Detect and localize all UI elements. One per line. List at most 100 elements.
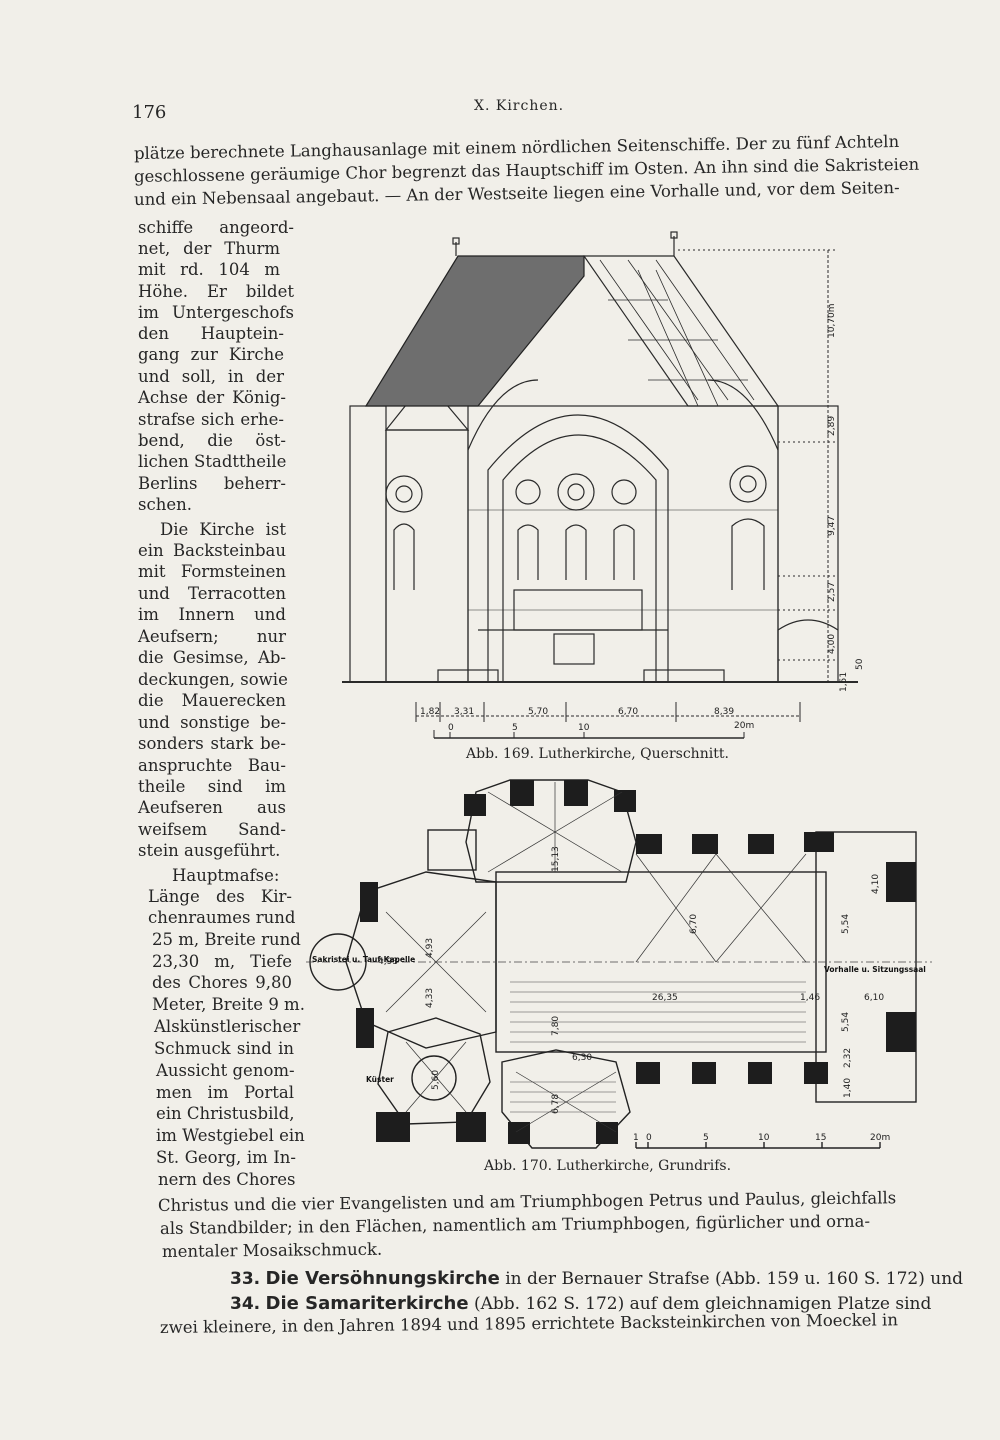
column-line: schen. bbox=[138, 495, 192, 514]
plan-dim: 6,78 bbox=[551, 1094, 561, 1114]
column-line: stein ausgeführt. bbox=[138, 841, 281, 860]
dim-label: 10,70m bbox=[827, 303, 837, 338]
scale-label: 20m bbox=[734, 721, 754, 731]
closing-line: als Standbilder; in den Flächen, namentl… bbox=[159, 1211, 871, 1238]
column-line: Schmuck sind in bbox=[154, 1039, 294, 1058]
dim-label: 1,82 bbox=[420, 707, 440, 717]
column-line: und sonstige be- bbox=[138, 713, 286, 732]
section-title: Die Versöhnungskirche bbox=[265, 1268, 500, 1289]
section-34-heading: 34. Die Samariterkirche (Abb. 162 S. 172… bbox=[230, 1293, 931, 1314]
column-line: im Untergeschofs bbox=[138, 303, 294, 322]
dim-label: 2,89 bbox=[827, 416, 837, 436]
column-line: Länge des Kir- bbox=[148, 887, 292, 906]
dim-label: 3,31 bbox=[454, 707, 474, 717]
scale-label: 1 bbox=[633, 1133, 639, 1143]
scale-label: 0 bbox=[448, 723, 454, 733]
page-number: 176 bbox=[132, 102, 167, 123]
column-line: Die Kirche ist bbox=[160, 520, 286, 539]
figure-169-caption: Abb. 169. Lutherkirche, Querschnitt. bbox=[466, 746, 729, 762]
column-line: des Chores 9,80 bbox=[152, 973, 292, 992]
column-line: anspruchte Bau- bbox=[138, 756, 286, 775]
dim-label: 8,39 bbox=[714, 707, 734, 717]
column-line: Aeufseren aus bbox=[138, 798, 286, 817]
dim-label: 6,70 bbox=[618, 707, 638, 717]
column-line: sonders stark be- bbox=[138, 734, 286, 753]
column-line: Berlins beherr- bbox=[138, 474, 286, 493]
plan-dim: 15,13 bbox=[551, 846, 561, 872]
running-head: X. Kirchen. bbox=[474, 98, 565, 114]
column-line: theile sind im bbox=[138, 777, 286, 796]
section-33-heading: 33. Die Versöhnungskirche in der Bernaue… bbox=[230, 1268, 963, 1289]
column-line: Meter, Breite 9 m. bbox=[152, 995, 305, 1014]
section-number: 33. bbox=[230, 1269, 261, 1289]
scale-label: 5 bbox=[512, 723, 518, 733]
column-line: gang zur Kirche bbox=[138, 345, 284, 364]
plan-dim: 2,32 bbox=[843, 1048, 853, 1068]
column-line: die Gesimse, Ab- bbox=[138, 648, 286, 667]
plan-dim: 4,93 bbox=[425, 938, 435, 958]
column-line: bend, die öst- bbox=[138, 431, 286, 450]
plan-dim: 1,46 bbox=[800, 993, 820, 1003]
room-label: Vorhalle u. Sitzungssaal bbox=[824, 965, 926, 974]
column-line: lichen Stadttheile bbox=[138, 452, 287, 471]
dim-label: 9,47 bbox=[827, 516, 837, 536]
scale-label: 15 bbox=[815, 1133, 826, 1143]
section-title: Die Samariterkirche bbox=[265, 1293, 469, 1314]
column-line: und Terracotten bbox=[138, 584, 286, 603]
column-line: die Mauerecken bbox=[138, 691, 286, 710]
scale-label: 20m bbox=[870, 1133, 890, 1143]
plan-dim: 6,30 bbox=[572, 1053, 592, 1063]
section-text: (Abb. 162 S. 172) auf dem gleichnamigen … bbox=[468, 1294, 932, 1314]
plan-dim: 4,10 bbox=[871, 874, 881, 894]
column-line: ein Christusbild, bbox=[156, 1104, 295, 1123]
plan-dim: 5,54 bbox=[841, 914, 851, 934]
column-line: deckungen, sowie bbox=[138, 670, 288, 689]
column-line: chenraumes rund bbox=[148, 908, 296, 927]
column-line: Achse der König- bbox=[138, 388, 286, 407]
column-line: schiffe angeord- bbox=[138, 218, 294, 237]
room-label: Sakristei u. Tauf-Kapelle bbox=[312, 955, 415, 964]
column-line: und soll, in der bbox=[138, 367, 284, 386]
column-line: net, der Thurm bbox=[138, 239, 280, 258]
figure-170-caption: Abb. 170. Lutherkirche, Grundrifs. bbox=[484, 1158, 732, 1174]
church-ground-plan-figure: 15,13 4,93 4,93 4,33 6,70 26,35 7,80 6,3… bbox=[306, 779, 932, 1149]
plan-dim: 1,40 bbox=[843, 1078, 853, 1098]
scale-label: 5 bbox=[703, 1133, 709, 1143]
column-line: strafse sich erhe- bbox=[138, 410, 284, 429]
plan-dim: 4,93 bbox=[378, 957, 398, 967]
plan-dim: 5,54 bbox=[841, 1012, 851, 1032]
column-line: im Westgiebel ein bbox=[156, 1126, 305, 1145]
plan-dim: 7,80 bbox=[551, 1016, 561, 1036]
section-number: 34. bbox=[230, 1294, 261, 1314]
column-line: nern des Chores bbox=[158, 1170, 296, 1189]
column-line: Höhe. Er bildet bbox=[138, 282, 294, 301]
scale-label: 10 bbox=[578, 723, 590, 733]
dim-label: 1,51 bbox=[839, 672, 849, 692]
section-text: in der Bernauer Strafse (Abb. 159 u. 160… bbox=[499, 1269, 964, 1289]
column-line: mit Formsteinen bbox=[138, 562, 286, 581]
column-line: St. Georg, im In- bbox=[156, 1148, 296, 1167]
plan-dim: 5,60 bbox=[431, 1070, 441, 1090]
dim-label: 2,57 bbox=[827, 582, 837, 602]
plan-dim: 4,33 bbox=[425, 988, 435, 1008]
column-line: mit rd. 104 m bbox=[138, 260, 280, 279]
room-label: Küster bbox=[366, 1075, 394, 1084]
column-line: 25 m, Breite rund bbox=[152, 930, 301, 949]
dim-label: 50 bbox=[855, 658, 865, 670]
plan-dim: 26,35 bbox=[652, 993, 678, 1003]
closing-line: mentaler Mosaikschmuck. bbox=[161, 1239, 383, 1261]
column-line: Alskünstlerischer bbox=[154, 1017, 301, 1036]
column-line: Aeufsern; nur bbox=[138, 627, 286, 646]
column-line: Aussicht genom- bbox=[156, 1061, 295, 1080]
plan-dim: 6,10 bbox=[864, 993, 884, 1003]
scale-label: 0 bbox=[646, 1133, 652, 1143]
dim-label: 4,00 bbox=[827, 634, 837, 654]
dim-label: 5,70 bbox=[528, 707, 548, 717]
column-line: 23,30 m, Tiefe bbox=[152, 952, 292, 971]
closing-line: Christus und die vier Evangelisten und a… bbox=[157, 1188, 897, 1215]
column-line: Hauptmafse: bbox=[172, 866, 280, 885]
plan-dim: 6,70 bbox=[689, 914, 699, 934]
column-line: men im Portal bbox=[156, 1083, 294, 1102]
church-cross-section-figure: 10,70m 2,89 9,47 2,57 4,00 1,51 50 1,82 … bbox=[342, 231, 865, 739]
